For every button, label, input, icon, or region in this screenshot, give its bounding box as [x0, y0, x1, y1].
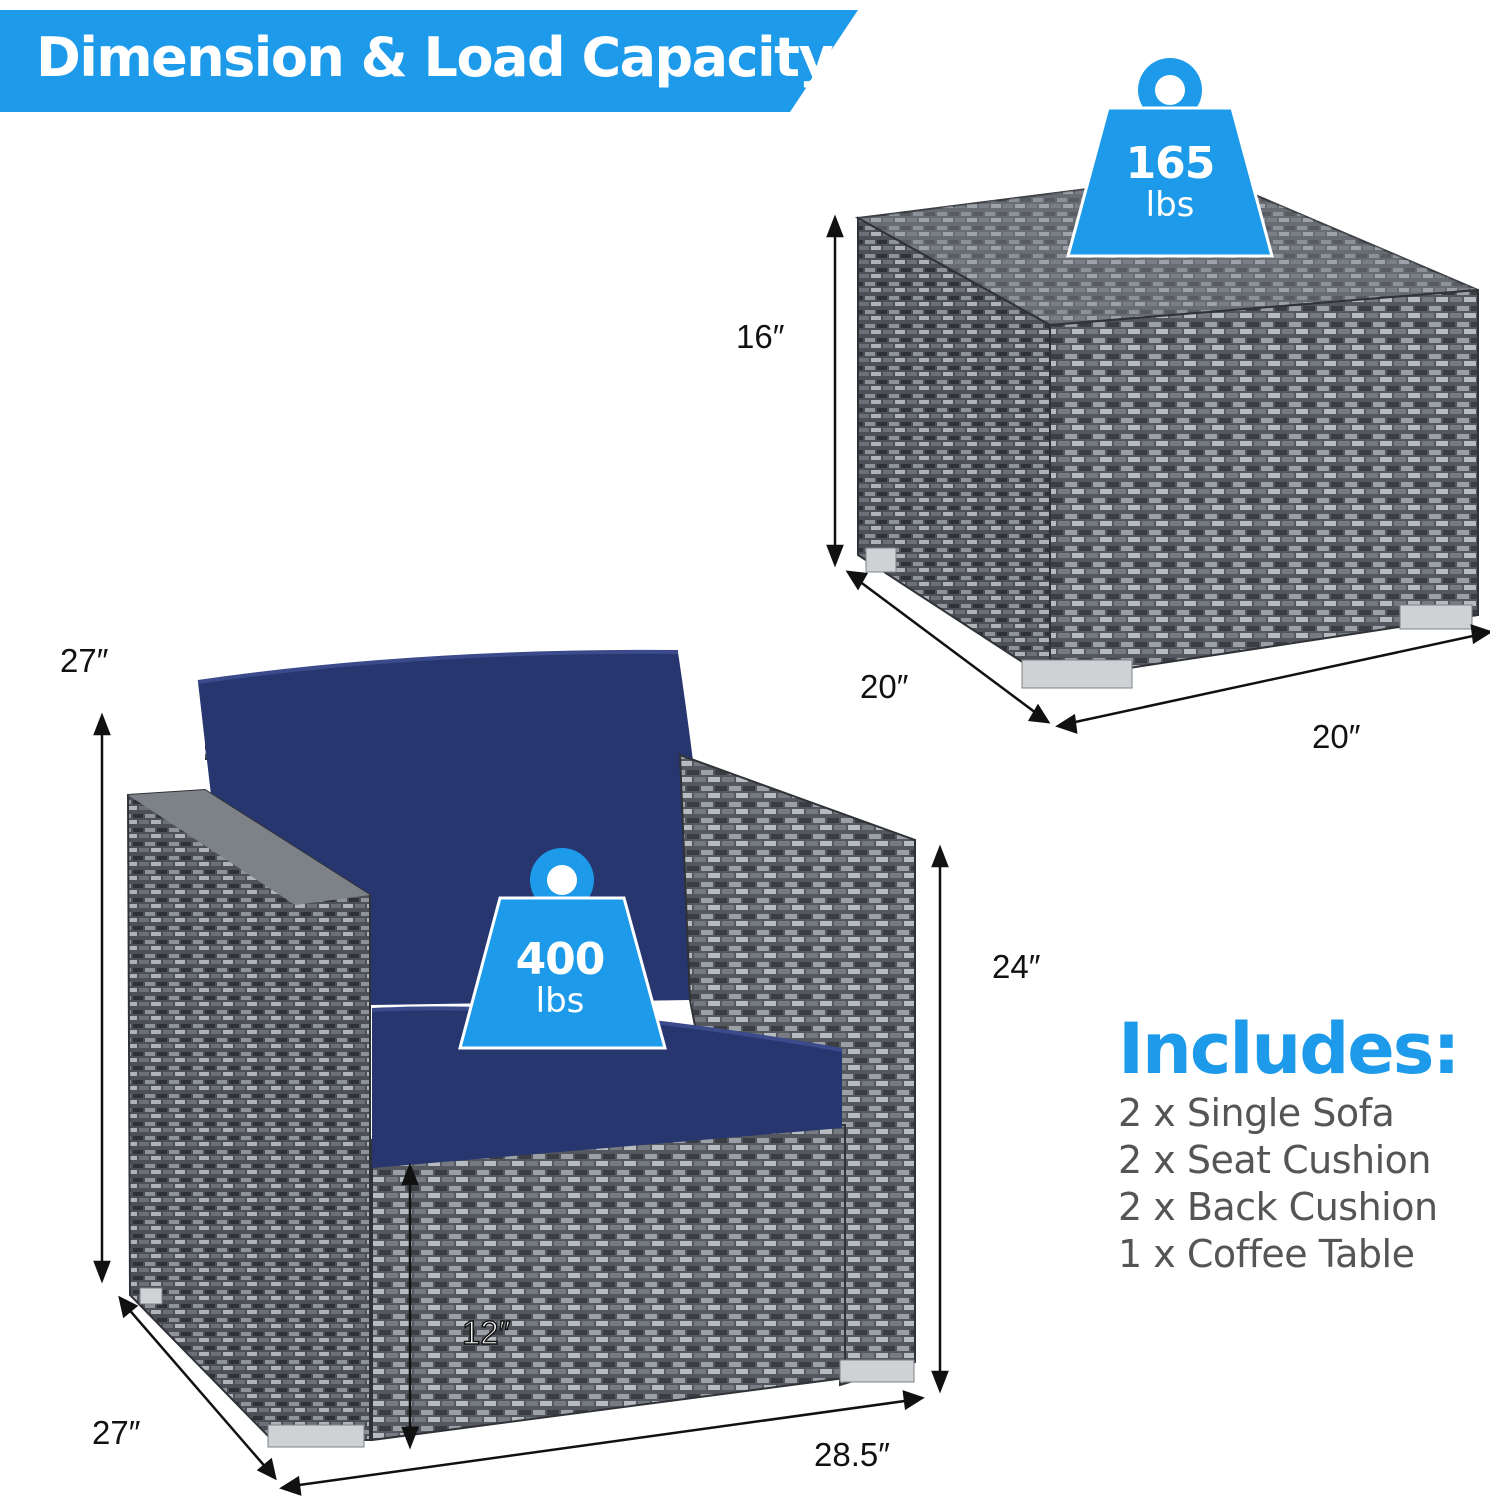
header-banner: Dimension & Load Capacity [0, 0, 860, 122]
list-item: 2 x Single Sofa [1118, 1091, 1395, 1135]
sofa-height-label: 27″ [60, 642, 109, 679]
table-load-label: 165 lbs [1100, 138, 1240, 225]
sofa-load-value: 400 [515, 934, 606, 985]
list-item: 1 x Coffee Table [1118, 1232, 1415, 1276]
includes-title: Includes: [1118, 1008, 1460, 1090]
sofa-arm-height-label: 24″ [992, 948, 1041, 985]
table-load-unit: lbs [1145, 185, 1195, 225]
sofa-width-label: 28.5″ [814, 1436, 890, 1473]
banner-shape [0, 0, 858, 112]
includes-panel: Includes: 2 x Single Sofa 2 x Seat Cushi… [1118, 1008, 1478, 1278]
banner-title: Dimension & Load Capacity [36, 26, 834, 89]
sofa-dimension-lines [93, 712, 949, 1496]
single-sofa [126, 649, 916, 1448]
sofa-depth-label: 27″ [92, 1414, 141, 1451]
table-dimension-lines [826, 214, 1490, 734]
sofa-load-unit: lbs [535, 981, 585, 1021]
table-load-value: 165 [1125, 138, 1216, 189]
table-height-label: 16″ [736, 318, 785, 355]
list-item: 2 x Back Cushion [1118, 1185, 1438, 1229]
weight-icon [1066, 58, 1274, 258]
sofa-seat-height-label: 12″ [461, 1313, 511, 1352]
weight-icon [458, 848, 667, 1050]
list-item: 2 x Seat Cushion [1118, 1138, 1431, 1182]
sofa-load-label: 400 lbs [490, 934, 630, 1021]
table-depth-label: 20″ [860, 668, 909, 705]
table-width-label: 20″ [1312, 718, 1361, 755]
